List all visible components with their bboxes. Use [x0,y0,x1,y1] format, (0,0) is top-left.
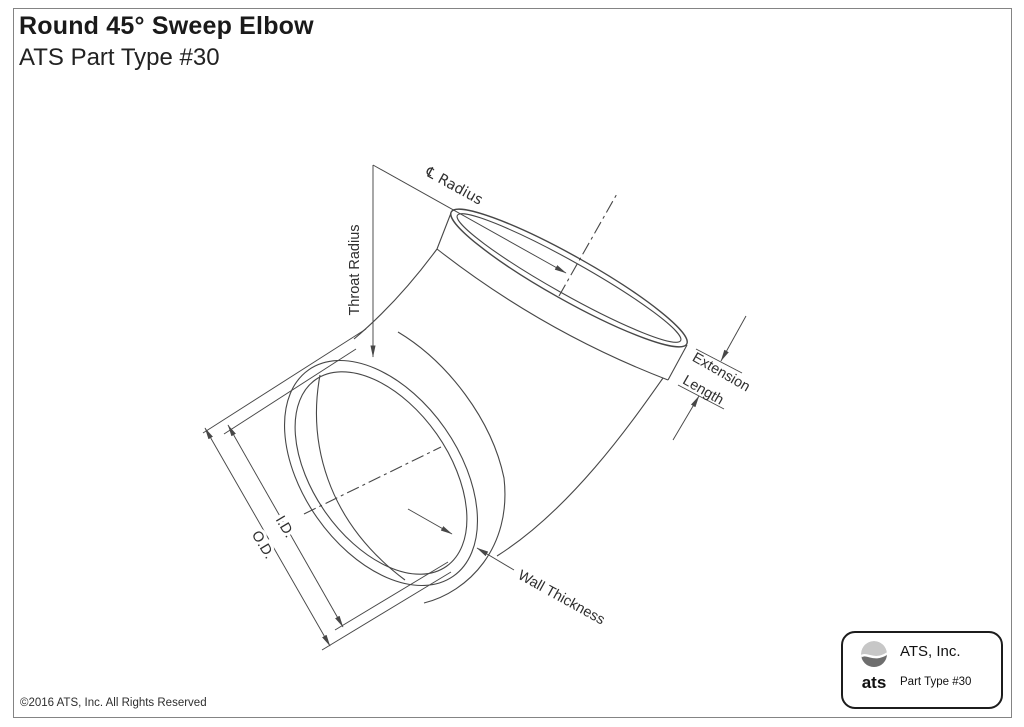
ats-logo-text: ats [861,673,887,692]
wall-thickness-leader-lower [476,547,515,571]
extension-length-plane-line-bottom [677,384,725,410]
company-name: ATS, Inc. [900,643,961,660]
drawing-header: Round 45° Sweep Elbow ATS Part Type #30 [19,12,314,72]
od-extension-line-top [202,328,367,434]
upper-opening-ring [450,208,688,348]
logo-column: ats [852,640,896,691]
ats-logo-icon [861,641,887,667]
title-block: ats ATS, Inc. Part Type #30 [841,631,1003,709]
extension-length-plane-line-top [695,348,743,374]
cl-radius-dim-line [372,164,567,274]
inner-diameter-label: I.D. [272,513,297,541]
copyright-text: ©2016 ATS, Inc. All Rights Reserved [20,697,207,709]
outer-diameter-label: O.D. [248,528,277,562]
drawing-sheet-border [13,8,1012,718]
od-extension-line-bottom [321,571,452,651]
company-column: ATS, Inc. Part Type #30 [900,643,971,688]
wall-thickness-label: Wall Thickness [515,568,607,629]
wall-thickness-leader-upper [407,508,453,535]
cl-radius-label: ℄ Radius [422,164,485,209]
lower-cylinder-silhouette [397,331,506,604]
lower-opening-ring [283,359,479,587]
bore-interior-curve [315,374,406,581]
lower-centerline [303,446,442,515]
id-extension-line-top [223,348,357,435]
extension-right-edge [667,344,688,381]
upper-centerline [558,191,619,297]
part-type-text: Part Type #30 [900,676,972,688]
throat-curve [353,248,438,340]
page-title: Round 45° Sweep Elbow [19,12,314,40]
page-subtitle: ATS Part Type #30 [19,44,220,71]
extension-left-edge [436,212,452,250]
id-dimension-line [227,424,344,628]
id-extension-line-bottom [334,561,449,631]
bend-start-line [436,248,669,381]
extension-length-arrow-top [720,315,747,362]
throat-radius-label: Throat Radius [347,224,363,315]
heel-curve [496,377,664,557]
extension-length-arrow-bottom [672,395,700,441]
